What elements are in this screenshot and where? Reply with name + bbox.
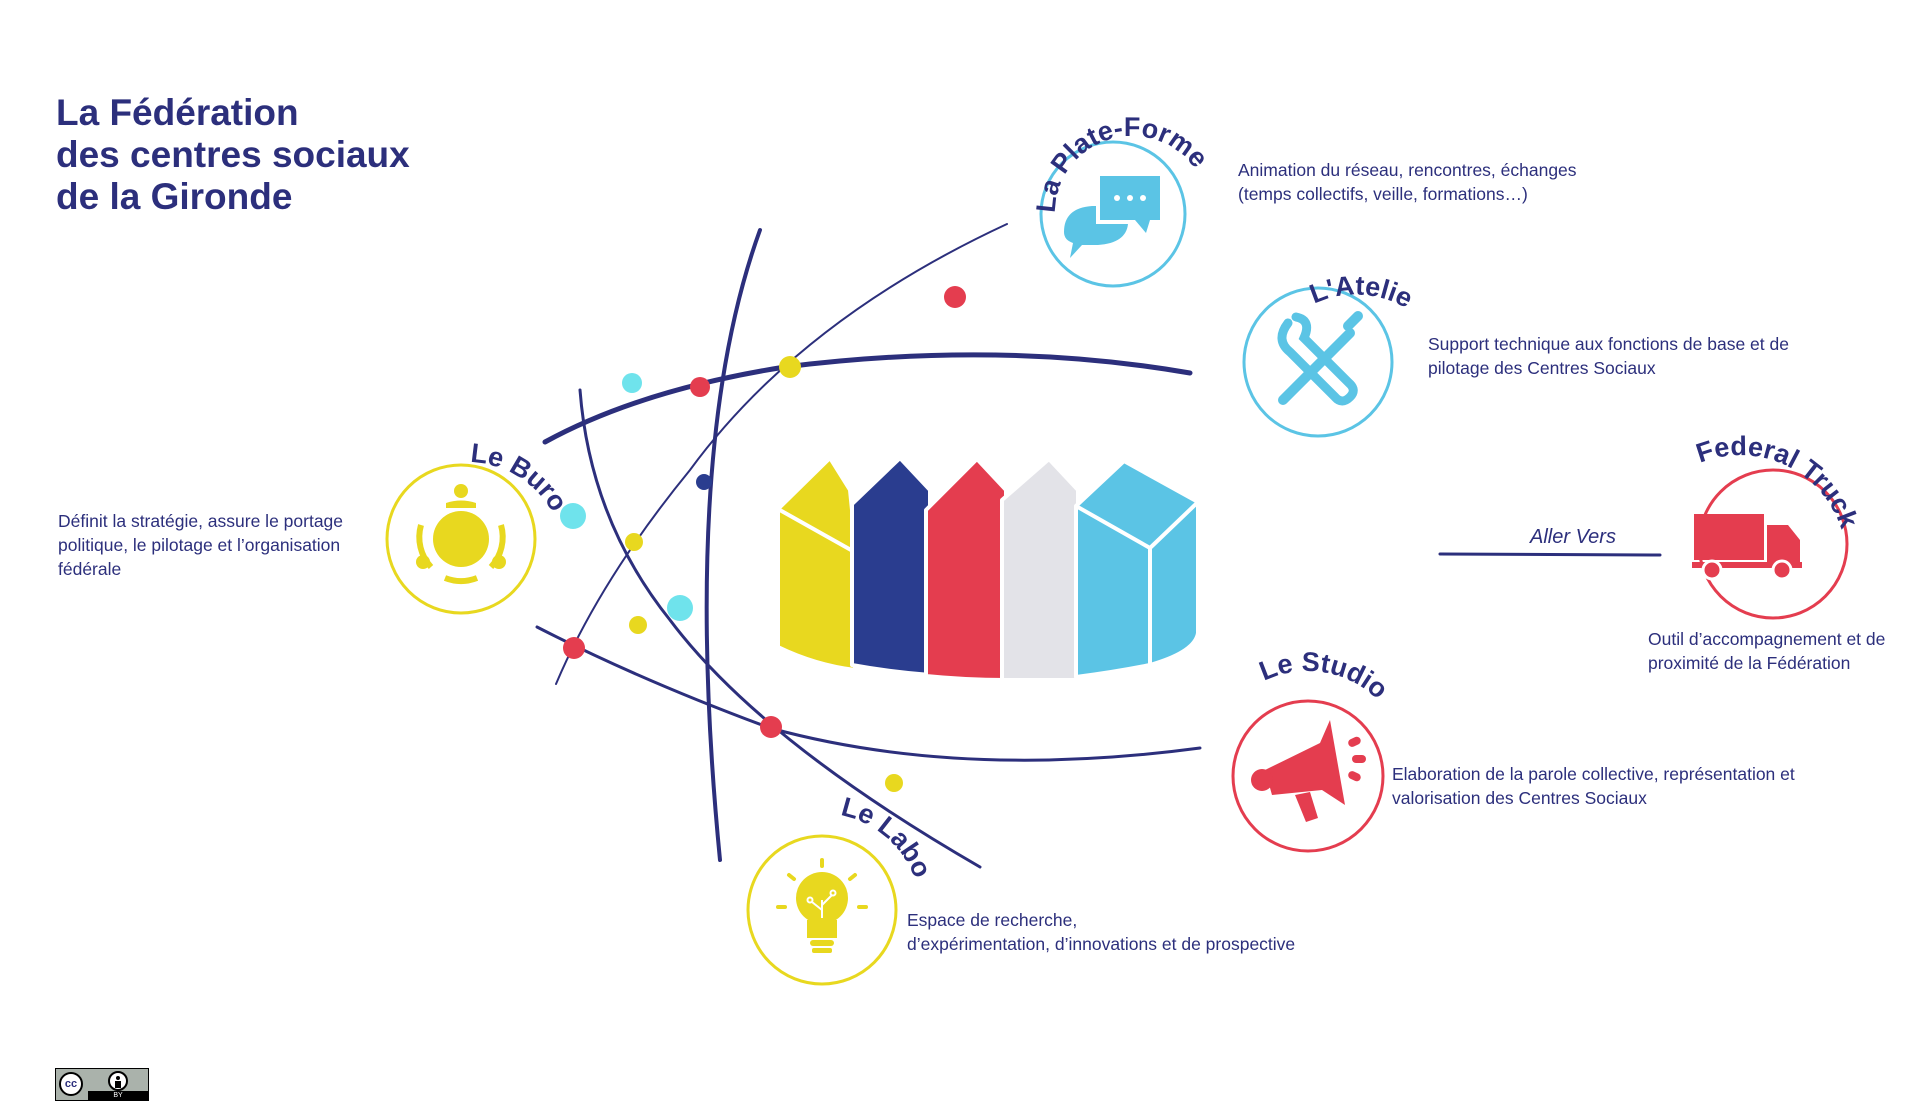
studio-desc-line-1: Elaboration de la parole collective, rep… (1392, 764, 1795, 784)
title-line-3: de la Gironde (56, 176, 293, 217)
node-truck[interactable]: Federal Truck (1692, 431, 1864, 620)
labo-desc-line-2: d’expérimentation, d’innovations et de p… (907, 934, 1296, 954)
buro-description: Définit la stratégie, assure le portage … (58, 509, 343, 581)
dot-red (563, 637, 585, 659)
logo-outline-lightblue (1075, 500, 1200, 665)
aller-vers-label: Aller Vers (1530, 526, 1616, 548)
buro-desc-line-2: politique, le pilotage et l’organisation (58, 535, 341, 555)
dot-red (760, 716, 782, 738)
dot-yellow (629, 616, 647, 634)
cc-logo: cc (59, 1072, 83, 1096)
dot-cyan (667, 595, 693, 621)
aller-vers-line (1438, 552, 1662, 557)
dot-red (944, 286, 966, 308)
dot-navy (696, 474, 712, 490)
dot-yellow (779, 356, 801, 378)
logo-block-yellow (776, 456, 857, 672)
atelier-description: Support technique aux fonctions de base … (1428, 332, 1789, 380)
title-line-1: La Fédération (56, 92, 299, 133)
logo-block-lightblue (1074, 459, 1200, 679)
truck-desc-line-2: proximité de la Fédération (1648, 653, 1851, 673)
chat-bubbles-icon (1064, 176, 1160, 258)
dot-yellow (885, 774, 903, 792)
plateforme-desc-line-1: Animation du réseau, rencontres, échange… (1238, 160, 1577, 180)
logo-outline-yellow (777, 507, 852, 552)
arc-line-4 (578, 388, 982, 869)
dot-cyan (560, 503, 586, 529)
atelier-desc-line-1: Support technique aux fonctions de base … (1428, 334, 1789, 354)
node-buro[interactable]: Le Buro (385, 438, 573, 615)
creative-commons-by-icon[interactable]: cc BY (55, 1068, 149, 1101)
by-label: BY (113, 1092, 123, 1099)
wrench-screwdriver-icon (1277, 311, 1363, 406)
arc-line-1 (555, 223, 1008, 685)
logo-block-navy (850, 456, 932, 677)
plateforme-desc-line-2: (temps collectifs, veille, formations…) (1238, 184, 1528, 204)
plateforme-description: Animation du réseau, rencontres, échange… (1238, 158, 1577, 206)
logo-block-red (924, 457, 1008, 682)
node-plateforme[interactable]: La Plate-Forme (1031, 112, 1214, 288)
dot-yellow (625, 533, 643, 551)
by-bar: BY (88, 1091, 148, 1100)
title-line-2: des centres sociaux (56, 134, 410, 175)
labo-description: Espace de recherche, d’expérimentation, … (907, 908, 1295, 956)
meeting-table-icon (416, 484, 506, 585)
lightbulb-icon (776, 858, 868, 953)
attribution-person-icon (108, 1071, 128, 1091)
page-title: La Fédération des centres sociaux de la … (56, 92, 410, 218)
network-lines (535, 223, 1662, 869)
node-studio-label: Le Studio (1255, 647, 1394, 705)
studio-description: Elaboration de la parole collective, rep… (1392, 762, 1795, 810)
studio-desc-line-2: valorisation des Centres Sociaux (1392, 788, 1647, 808)
arc-line-2 (542, 352, 1193, 445)
megaphone-icon (1251, 720, 1366, 822)
arc-line-3 (704, 228, 762, 862)
buro-desc-line-3: fédérale (58, 559, 122, 579)
node-studio[interactable]: Le Studio (1231, 647, 1394, 853)
truck-desc-line-1: Outil d’accompagnement et de (1648, 629, 1886, 649)
federation-logo (776, 456, 1200, 682)
network-dots (560, 286, 966, 792)
logo-block-grey (1000, 457, 1080, 682)
dot-red (690, 377, 710, 397)
atelier-desc-line-2: pilotage des Centres Sociaux (1428, 358, 1656, 378)
arc-line-5 (535, 625, 1202, 762)
buro-desc-line-1: Définit la stratégie, assure le portage (58, 511, 344, 531)
truck-icon (1692, 514, 1802, 581)
truck-description: Outil d’accompagnement et de proximité d… (1648, 627, 1885, 675)
node-atelier[interactable]: L'Atelier (0, 0, 1418, 438)
labo-desc-line-1: Espace de recherche, (907, 910, 1078, 930)
dot-cyan (622, 373, 642, 393)
